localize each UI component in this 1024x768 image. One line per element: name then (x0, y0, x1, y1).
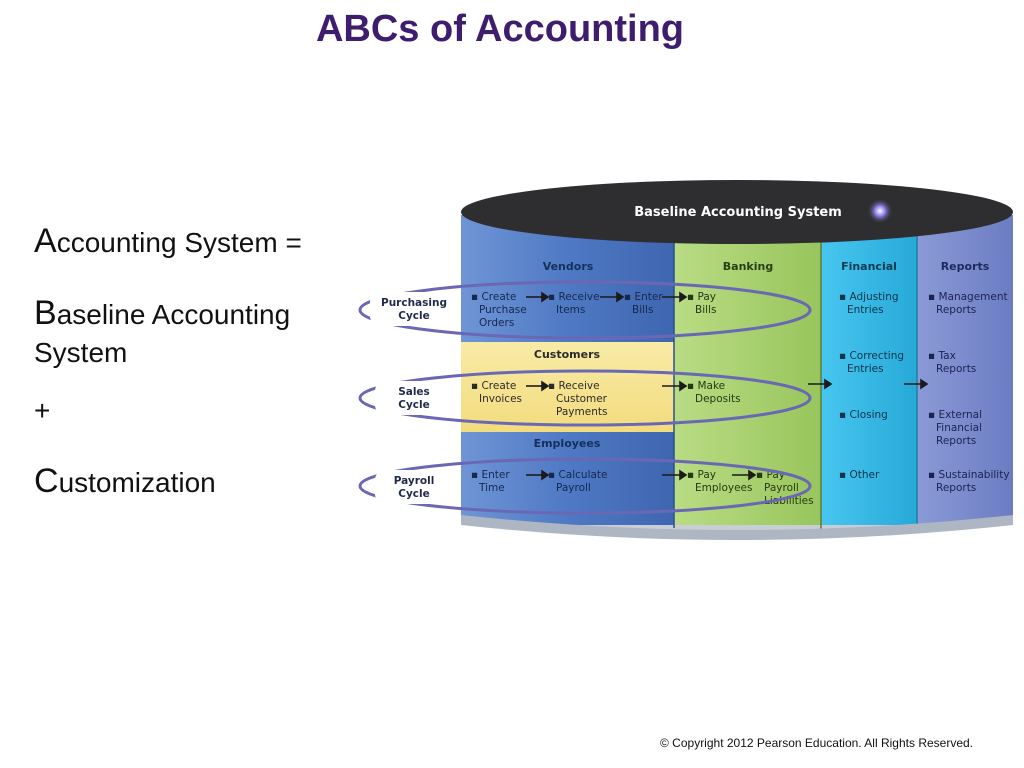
item-line: Orders (479, 317, 514, 329)
payroll-cycle-label: Payroll Cycle (375, 470, 455, 504)
item-line: Employees (695, 482, 752, 494)
item-line: ▪ Sustainability (928, 469, 1010, 481)
label-line: Cycle (398, 399, 430, 411)
item-line: ▪ Closing (839, 409, 888, 421)
item-line: ▪ Management (928, 291, 1008, 303)
purchasing-cycle-label: Purchasing Cycle (370, 292, 458, 326)
item-line: Payroll (556, 482, 591, 494)
item-line: ▪ External (928, 409, 982, 421)
item-line: Entries (847, 304, 884, 316)
employees-header: Employees (534, 437, 601, 450)
item-line: ▪ Adjusting (839, 291, 899, 303)
item-line: Purchase (479, 304, 527, 316)
item-line: Customer (556, 393, 608, 405)
banking-header: Banking (723, 260, 773, 273)
customers-item-create-invoices: ▪ Create Invoices (471, 380, 522, 405)
financial-header: Financial (841, 260, 897, 273)
item-line: Financial (936, 422, 982, 434)
item-line: ▪ Create (471, 291, 516, 303)
item-line: Reports (936, 435, 976, 447)
item-line: Payments (556, 406, 607, 418)
financial-item-other: ▪ Other (839, 469, 880, 481)
financial-item-closing: ▪ Closing (839, 409, 888, 421)
item-line: ▪ Pay (687, 291, 716, 303)
diagram-title: Baseline Accounting System (634, 205, 842, 220)
item-line: Invoices (479, 393, 522, 405)
sales-cycle-label: Sales Cycle (375, 381, 455, 415)
vendors-header: Vendors (543, 260, 594, 273)
item-line: ▪ Pay (687, 469, 716, 481)
customers-item-receive-payments: ▪ Receive Customer Payments (548, 380, 608, 418)
item-line: Reports (936, 304, 976, 316)
item-line: ▪ Create (471, 380, 516, 392)
label-line: Cycle (398, 310, 430, 322)
item-line: ▪ Make (687, 380, 725, 392)
item-line: Items (556, 304, 585, 316)
label-line: Cycle (398, 488, 430, 500)
copyright-notice: © Copyright 2012 Pearson Education. All … (660, 736, 973, 750)
item-line: Deposits (695, 393, 741, 405)
label-line: Payroll (394, 475, 435, 487)
label-line: Sales (398, 386, 430, 398)
cylinder-top-star (867, 198, 893, 224)
item-line: ▪ Enter (624, 291, 663, 303)
item-line: Reports (936, 482, 976, 494)
item-line: Time (478, 482, 505, 494)
item-line: ▪ Enter (471, 469, 510, 481)
item-line: Reports (936, 363, 976, 375)
item-line: Payroll (764, 482, 799, 494)
item-line: Bills (632, 304, 653, 316)
reports-header: Reports (941, 260, 990, 273)
item-line: Bills (695, 304, 716, 316)
item-line: ▪ Correcting (839, 350, 904, 362)
item-line: Entries (847, 363, 884, 375)
item-line: ▪ Receive (548, 380, 600, 392)
item-line: ▪ Receive (548, 291, 600, 303)
item-line: ▪ Other (839, 469, 880, 481)
label-line: Purchasing (381, 297, 447, 309)
customers-header: Customers (534, 348, 601, 361)
item-line: ▪ Tax (928, 350, 956, 362)
reports-item-external-financial-reports: ▪ External Financial Reports (928, 409, 982, 447)
item-line: ▪ Calculate (548, 469, 608, 481)
